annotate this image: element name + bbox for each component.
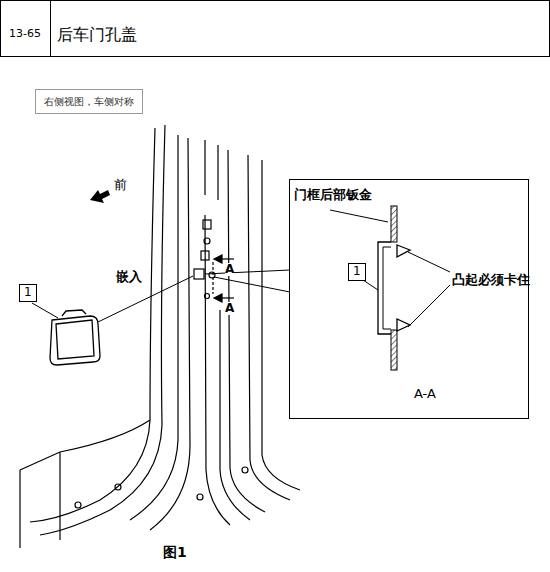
leader-lines (32, 270, 290, 322)
page-number: 13-65 (9, 28, 41, 40)
section-letter: A (225, 263, 234, 276)
page-title: 后车门孔盖 (57, 26, 137, 44)
section-letter: A (225, 302, 234, 315)
callout-number: 1 (19, 284, 37, 302)
note-box: 右侧视图，车侧对称 (35, 89, 143, 114)
section-label: 凸起必须卡住 (452, 273, 530, 287)
callout-number: 1 (24, 286, 32, 299)
figure-caption: 图1 (163, 545, 187, 560)
direction-label: 前 (114, 178, 127, 192)
door-frame (20, 125, 300, 548)
note-text: 右侧视图，车侧对称 (44, 96, 134, 107)
callout-number: 1 (353, 265, 361, 278)
section-view-box: 门框后部钣金凸起必须卡住 A-A 1 (289, 179, 529, 419)
section-label: A-A (414, 387, 436, 401)
front-arrow (90, 190, 110, 203)
callout-number: 1 (348, 263, 366, 281)
action-label: 嵌入 (116, 270, 142, 284)
section-view (330, 206, 450, 370)
section-label: 门框后部钣金 (294, 188, 372, 202)
header-table (1, 1, 550, 57)
